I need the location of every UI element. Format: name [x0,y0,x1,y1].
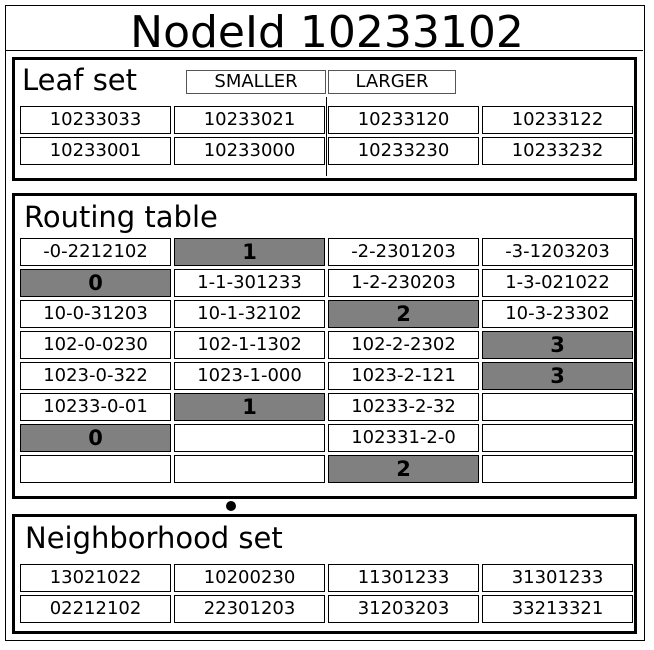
routing-cell-r4-c3: 102-2-2302 [328,331,479,359]
neighborhood-cell-r1-c3: 11301233 [328,564,479,592]
routing-cell-r1-c2: 1 [174,238,325,266]
routing-cell-r2-c4: 1-3-021022 [482,269,633,297]
routing-cell-r1-c4: -3-1203203 [482,238,633,266]
routing-cell-r6-c1: 10233-0-01 [20,393,171,421]
routing-cell-r8-c3: 2 [328,455,479,483]
leaf-set-cell-r1-c4: 10233122 [482,106,633,134]
routing-cell-r4-c2: 102-1-1302 [174,331,325,359]
routing-cell-r3-c1: 10-0-31203 [20,300,171,328]
leaf-set-cell-r1-c2: 10233021 [174,106,325,134]
routing-cell-r5-c4: 3 [482,362,633,390]
routing-cell-r5-c3: 1023-2-121 [328,362,479,390]
leaf-set-panel [12,57,637,181]
neighborhood-cell-r1-c1: 13021022 [20,564,171,592]
routing-cell-r6-c2: 1 [174,393,325,421]
routing-cell-r8-c1 [20,455,171,483]
neighborhood-set-panel [12,514,637,634]
routing-cell-r4-c4: 3 [482,331,633,359]
routing-cell-r7-c4 [482,424,633,452]
routing-cell-r5-c2: 1023-1-000 [174,362,325,390]
routing-cell-r3-c2: 10-1-32102 [174,300,325,328]
routing-cell-r7-c2 [174,424,325,452]
routing-cell-r3-c4: 10-3-23302 [482,300,633,328]
node-id-title: NodeId 10233102 [130,7,524,58]
neighborhood-cell-r1-c4: 31301233 [482,564,633,592]
routing-cell-r8-c2 [174,455,325,483]
larger-header: LARGER [328,70,456,94]
routing-cell-r7-c3: 102331-2-0 [328,424,479,452]
leaf-set-cell-r1-c1: 10233033 [20,106,171,134]
leaf-set-cell-r2-c4: 10233232 [482,137,633,165]
leaf-set-title: Leaf set [22,63,138,97]
routing-cell-r6-c3: 10233-2-32 [328,393,479,421]
routing-cell-r2-c1: 0 [20,269,171,297]
routing-cell-r3-c3: 2 [328,300,479,328]
neighborhood-cell-r1-c2: 10200230 [174,564,325,592]
leaf-set-cell-r2-c2: 10233000 [174,137,325,165]
leaf-set-cell-r2-c1: 10233001 [20,137,171,165]
neighborhood-set-title: Neighborhood set [25,521,283,555]
routing-table-panel [12,193,637,499]
outer-frame [5,5,645,641]
routing-cell-r5-c1: 1023-0-322 [20,362,171,390]
connector-dot [226,501,236,511]
routing-cell-r2-c2: 1-1-301233 [174,269,325,297]
neighborhood-cell-r2-c2: 22301203 [174,595,325,623]
routing-cell-r2-c3: 1-2-230203 [328,269,479,297]
leaf-set-cell-r1-c3: 10233120 [328,106,479,134]
smaller-header: SMALLER [186,70,326,94]
routing-cell-r8-c4 [482,455,633,483]
neighborhood-cell-r2-c1: 02212102 [20,595,171,623]
neighborhood-cell-r2-c3: 31203203 [328,595,479,623]
routing-cell-r1-c1: -0-2212102 [20,238,171,266]
title-divider [6,50,643,51]
routing-cell-r6-c4 [482,393,633,421]
routing-cell-r7-c1: 0 [20,424,171,452]
neighborhood-cell-r2-c4: 33213321 [482,595,633,623]
leaf-set-cell-r2-c3: 10233230 [328,137,479,165]
routing-table-title: Routing table [24,200,218,234]
smaller-larger-divider [326,97,327,176]
routing-cell-r1-c3: -2-2301203 [328,238,479,266]
routing-cell-r4-c1: 102-0-0230 [20,331,171,359]
